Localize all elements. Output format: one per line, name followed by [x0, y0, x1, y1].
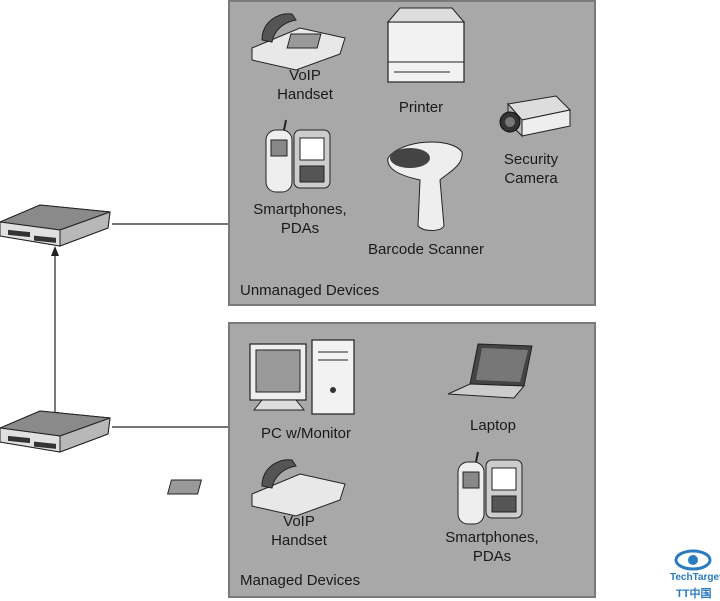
label-line-2: PDAs: [472, 548, 512, 565]
voip-handset-icon-bottom: [166, 459, 346, 517]
smartphones-pda-icon-bottom: [457, 451, 523, 525]
unmanaged-devices-title: Unmanaged Devices: [240, 282, 380, 299]
label-line-1: PC w/Monitor: [260, 425, 352, 442]
logo-sub: TT中国: [676, 588, 712, 600]
printer-icon: [386, 7, 466, 83]
device-label-smartphones-pdas-managed: Smartphones, PDAs: [442, 528, 542, 566]
voip-handset-icon: [251, 13, 346, 71]
pc-monitor-icon: [249, 339, 355, 415]
label-line-1: VoIP: [283, 513, 315, 530]
security-camera-icon: [499, 95, 572, 138]
managed-devices-title: Managed Devices: [240, 572, 361, 589]
label-line-2: PDAs: [280, 220, 320, 237]
device-label-printer: Printer: [386, 98, 456, 117]
arrow-up-icon: [51, 246, 59, 256]
label-line-1: Smartphones,: [253, 201, 347, 218]
device-label-pc-monitor: PC w/Monitor: [256, 424, 356, 443]
device-label-barcode-scanner: Barcode Scanner: [364, 240, 488, 259]
label-line-1: Security: [503, 151, 559, 168]
logo-brand: TechTarget: [670, 572, 720, 583]
device-label-voip-handset: VoIP Handset: [270, 66, 340, 104]
network-appliance-bottom-icon: [0, 410, 111, 453]
network-appliance-top-icon: [0, 204, 111, 247]
smartphones-pda-icon-top: [265, 119, 331, 193]
label-line-1: Smartphones,: [445, 529, 539, 546]
device-label-voip-handset-managed: VoIP Handset: [264, 512, 334, 550]
label-line-1: Barcode Scanner: [368, 241, 484, 258]
techtarget-eye-icon: [674, 549, 712, 571]
barcode-scanner-icon: [387, 141, 463, 231]
label-line-1: VoIP: [289, 67, 321, 84]
device-label-smartphones-pdas: Smartphones, PDAs: [250, 200, 350, 238]
label-line-1: Laptop: [470, 417, 516, 434]
device-label-laptop: Laptop: [458, 416, 528, 435]
label-line-2: Handset: [277, 86, 333, 103]
device-label-security-camera: Security Camera: [496, 150, 566, 188]
laptop-icon: [447, 343, 533, 399]
label-line-2: Handset: [271, 532, 327, 549]
label-line-1: Printer: [398, 99, 444, 116]
label-line-2: Camera: [504, 170, 558, 187]
